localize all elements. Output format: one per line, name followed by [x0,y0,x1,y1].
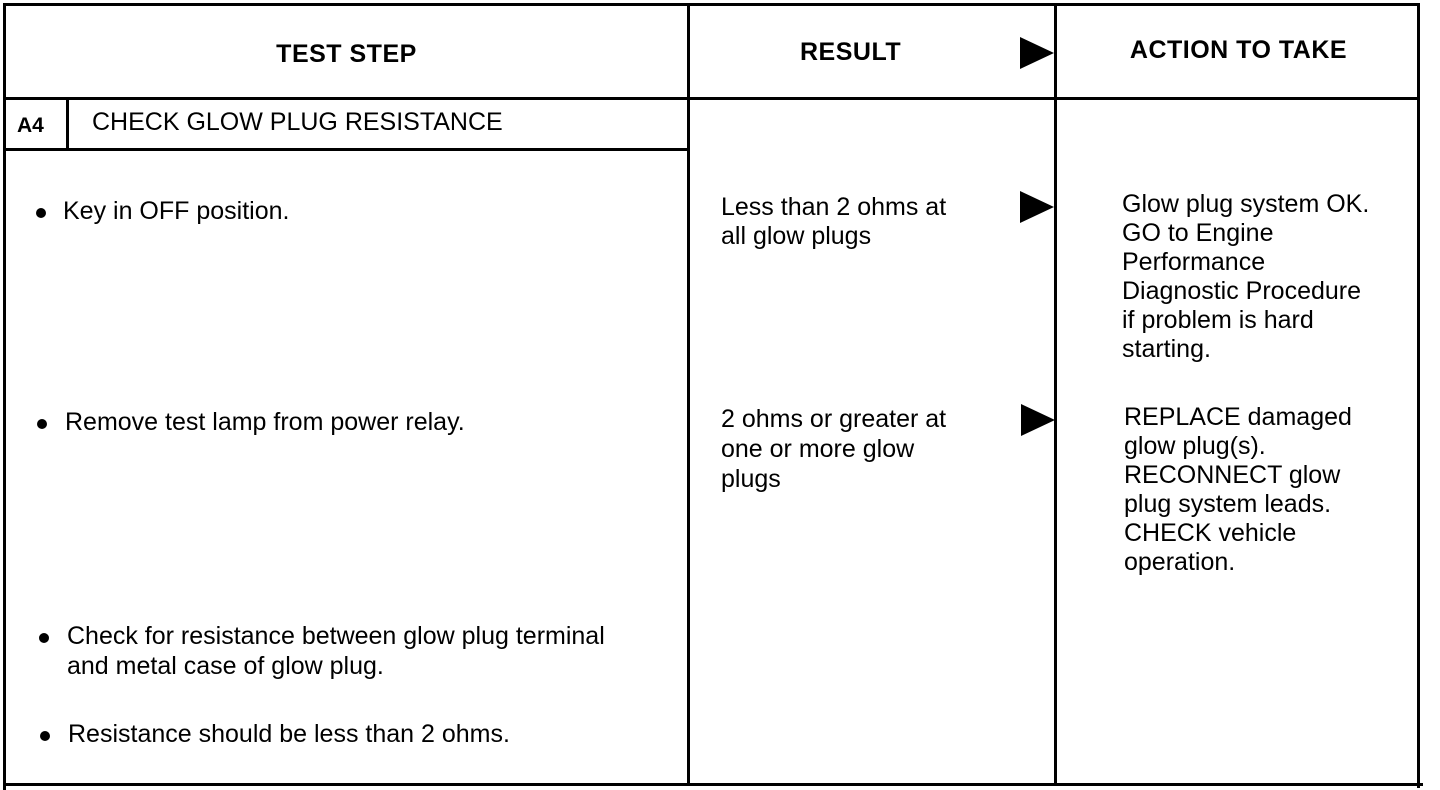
bullet-dot-icon [36,208,46,218]
test-step-4: Resistance should be less than 2 ohms. [68,720,510,748]
border-top [3,3,1420,6]
result-1-line-1: Less than 2 ohms at [721,193,947,221]
header-rule [3,97,1420,100]
bullet-dot-icon [40,731,50,741]
test-step-3-line-2: and metal case of glow plug. [67,652,384,680]
right-triangle-arrow-icon [1020,191,1054,223]
test-step-3-line-1: Check for resistance between glow plug t… [67,622,605,650]
step-id: A4 [17,114,44,137]
right-triangle-arrow-icon [1021,404,1055,436]
action-1-line-2: GO to Engine [1122,219,1274,247]
border-bottom [3,783,1423,786]
action-2-line-3: RECONNECT glow [1124,461,1341,489]
action-2-line-2: glow plug(s). [1124,432,1266,460]
result-2-line-3: plugs [721,465,781,493]
bullet-dot-icon [39,633,49,643]
action-2-line-1: REPLACE damaged [1124,403,1352,431]
border-right [1417,3,1420,788]
right-triangle-arrow-icon [1020,37,1054,69]
result-1-line-2: all glow plugs [721,222,872,250]
result-2-line-2: one or more glow [721,435,915,463]
step-title: CHECK GLOW PLUG RESISTANCE [92,108,503,136]
action-1-line-5: if problem is hard [1122,306,1314,334]
border-left [3,3,6,790]
test-step-1: Key in OFF position. [63,197,290,225]
header-action-to-take: ACTION TO TAKE [1129,36,1348,64]
action-2-line-6: operation. [1124,548,1236,576]
action-1-line-4: Diagnostic Procedure [1122,277,1362,305]
test-step-2: Remove test lamp from power relay. [65,408,465,436]
bullet-dot-icon [37,419,47,429]
step-box-divider [66,100,69,150]
action-1-line-6: starting. [1122,335,1211,363]
column-divider-2 [1054,5,1057,786]
action-1-line-3: Performance [1122,248,1266,276]
action-1-line-1: Glow plug system OK. [1122,190,1370,218]
header-result: RESULT [800,38,902,66]
action-2-line-5: CHECK vehicle [1124,519,1297,547]
header-test-step: TEST STEP [276,40,417,68]
column-divider-1 [687,5,690,786]
action-2-line-4: plug system leads. [1124,490,1332,518]
result-2-line-1: 2 ohms or greater at [721,405,947,433]
step-box-bottom [3,148,690,151]
